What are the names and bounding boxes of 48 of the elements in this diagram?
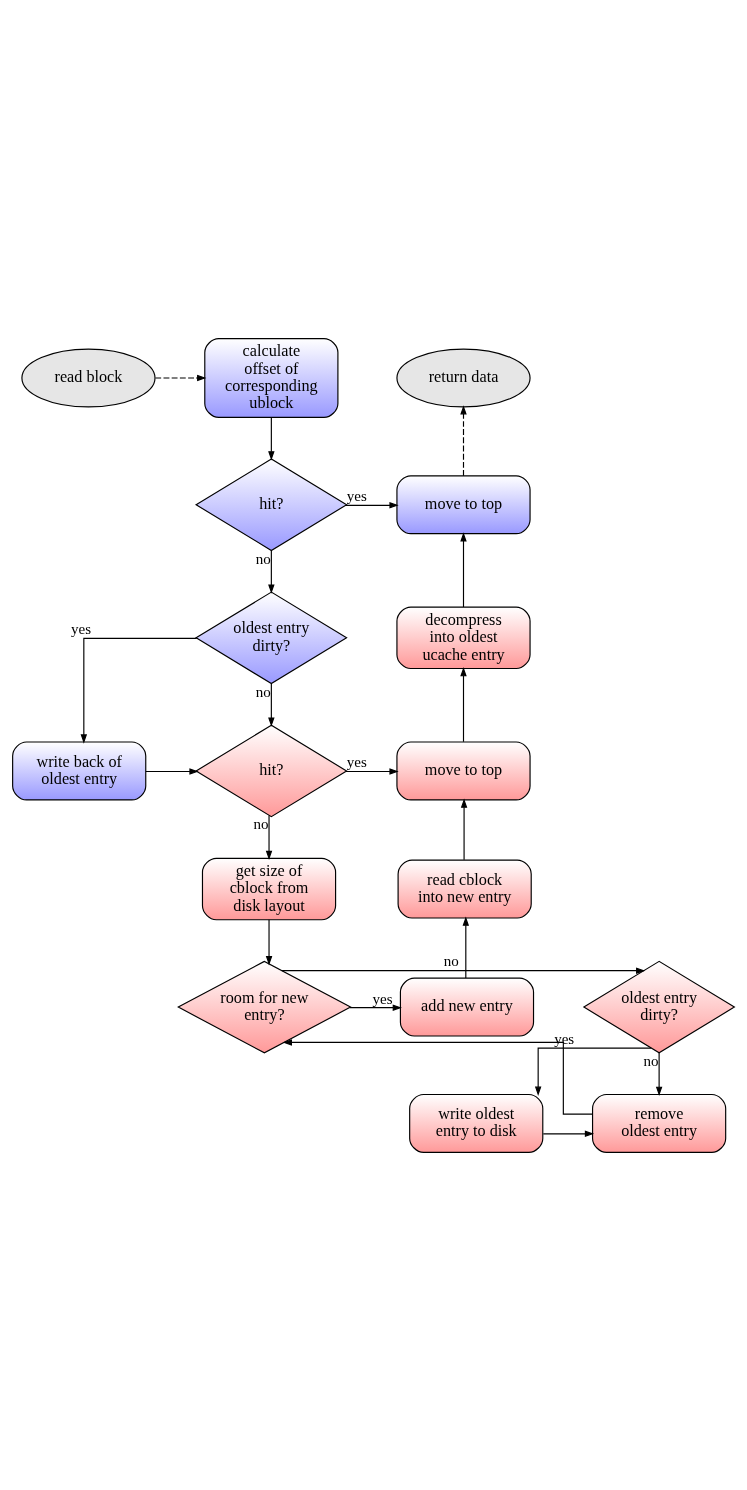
node-box: read cblock into new entry: [397, 859, 532, 919]
node-diamond: hit?: [195, 457, 348, 551]
arrow: [345, 501, 399, 509]
node-ellipse: return data: [396, 347, 531, 407]
arrow: [460, 797, 468, 860]
node-diamond: oldest entry dirty?: [195, 590, 348, 684]
edge-label: no: [255, 550, 271, 567]
node-diamond: room for new entry?: [177, 960, 352, 1053]
node-box: calculate offset of corresponding ublock: [204, 337, 339, 418]
arrow: [460, 404, 467, 476]
arrow: [154, 374, 207, 381]
node-box: move to top: [396, 474, 531, 534]
node-box: write back of oldest entry: [12, 740, 147, 800]
arrow: [542, 1130, 595, 1137]
edge-label: yes: [70, 620, 92, 637]
node-box: remove oldest entry: [591, 1093, 727, 1153]
edge-label: yes: [554, 1030, 575, 1047]
edge-label: yes: [372, 990, 393, 1007]
edge-label: no: [253, 815, 269, 832]
node-box: get size of cblock from disk layout: [201, 857, 337, 920]
arrow: [460, 531, 467, 608]
edge-label: no: [443, 952, 459, 969]
arrow: [80, 637, 198, 744]
node-ellipse: read block: [21, 347, 156, 407]
node-box: move to top: [396, 740, 531, 800]
arrow: [460, 666, 467, 742]
arrow: [268, 416, 275, 460]
arrow: [282, 1038, 593, 1115]
arrow: [268, 549, 275, 594]
arrow: [268, 682, 275, 727]
node-diamond: hit?: [195, 724, 348, 817]
arrow: [349, 1003, 402, 1011]
arrow: [265, 918, 273, 965]
edge-label: no: [255, 683, 271, 700]
arrow: [281, 966, 646, 974]
node-box: decompress into oldest ucache entry: [396, 606, 531, 669]
node-box: write oldest entry to disk: [409, 1093, 544, 1153]
arrow: [345, 767, 399, 775]
edge-label: yes: [346, 753, 367, 770]
edge-label: yes: [346, 487, 367, 504]
arrow: [534, 1047, 652, 1096]
arrow: [462, 916, 470, 978]
arrow: [655, 1052, 663, 1096]
arrow: [145, 767, 199, 775]
node-diamond: oldest entry dirty?: [582, 960, 736, 1053]
arrow: [265, 814, 273, 860]
node-box: add new entry: [399, 977, 535, 1037]
edge-label: no: [643, 1052, 659, 1069]
